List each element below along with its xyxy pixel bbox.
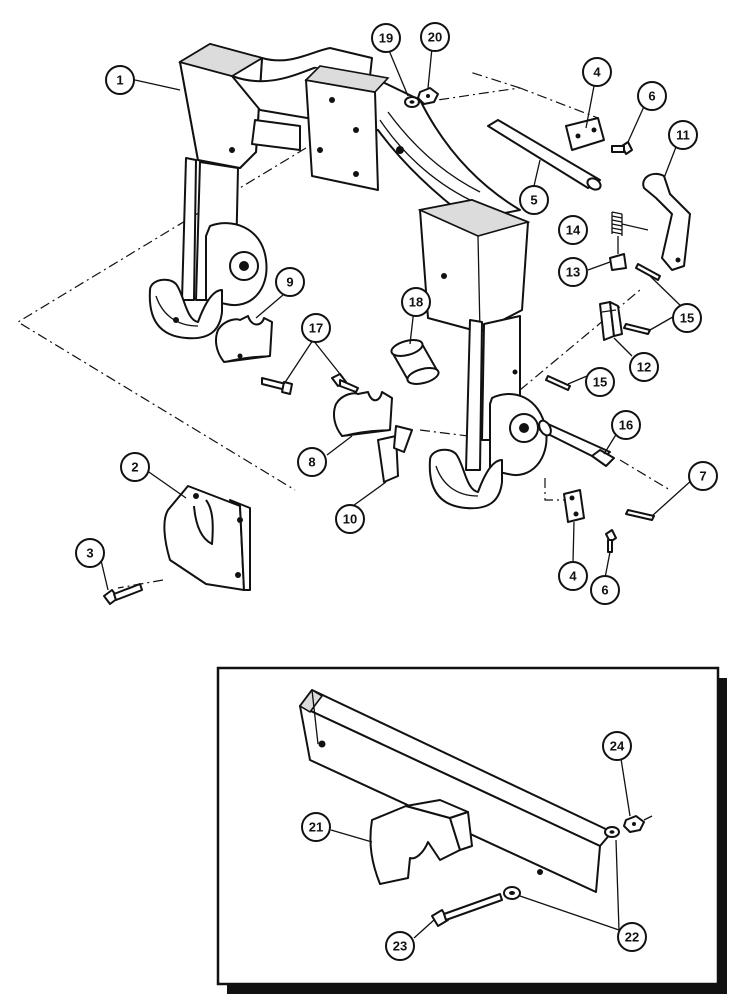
spring: [611, 211, 623, 236]
plate-bolt-lower: [605, 529, 617, 553]
callout-23: 23: [385, 931, 415, 961]
drawbar-washers: [503, 826, 620, 900]
callout-18: 18: [401, 287, 431, 317]
svg-text:21: 21: [309, 820, 323, 835]
callout-20: 20: [420, 22, 450, 52]
callout-17: 17: [301, 313, 331, 343]
callout-16: 16: [611, 410, 641, 440]
svg-text:17: 17: [309, 321, 323, 336]
link: [599, 301, 623, 341]
svg-text:4: 4: [593, 65, 601, 80]
callout-19: 19: [371, 23, 401, 53]
svg-text:4: 4: [569, 569, 577, 584]
svg-text:20: 20: [428, 30, 442, 45]
svg-text:23: 23: [393, 939, 407, 954]
callout-6-lower: 6: [590, 575, 620, 605]
svg-text:6: 6: [648, 89, 655, 104]
release-lever: [642, 172, 691, 271]
pin-plate-lower: [563, 489, 585, 523]
hook-insert-lower: [333, 391, 393, 437]
callout-7: 7: [688, 461, 718, 491]
callout-15-right: 15: [672, 303, 702, 333]
cotter-pin: [625, 509, 655, 521]
callout-10: 10: [335, 504, 365, 534]
insert-bolts: [261, 373, 359, 395]
svg-text:15: 15: [680, 311, 694, 326]
svg-text:2: 2: [131, 460, 138, 475]
hook-plate: [163, 485, 251, 591]
roll-pins: [545, 263, 661, 391]
callout-1: 1: [105, 65, 135, 95]
bushing: [390, 339, 440, 385]
callout-13: 13: [558, 257, 588, 287]
callout-8: 8: [297, 447, 327, 477]
callout-6-upper: 6: [637, 81, 667, 111]
svg-text:6: 6: [601, 583, 608, 598]
bolt: [103, 583, 143, 605]
callout-14: 14: [558, 215, 588, 245]
callout-4-upper: 4: [582, 57, 612, 87]
callout-21: 21: [301, 812, 331, 842]
pivot-bracket: [609, 236, 627, 271]
callout-5: 5: [519, 185, 549, 215]
callout-11: 11: [668, 120, 698, 150]
svg-text:24: 24: [610, 739, 625, 754]
svg-text:11: 11: [676, 128, 690, 143]
drawbar-bolt: [431, 893, 503, 927]
plate-bolt-upper: [611, 141, 633, 155]
svg-text:1: 1: [116, 73, 123, 88]
pin-plate-upper: [565, 117, 605, 151]
hook-insert-upper: [215, 315, 273, 363]
svg-text:12: 12: [637, 360, 651, 375]
svg-text:9: 9: [286, 275, 293, 290]
callout-24: 24: [602, 731, 632, 761]
callout-4-lower: 4: [558, 561, 588, 591]
callout-12: 12: [629, 352, 659, 382]
svg-text:8: 8: [308, 455, 315, 470]
svg-text:5: 5: [530, 193, 537, 208]
drawbar-adapter: [298, 688, 613, 893]
callout-15-center: 15: [585, 367, 615, 397]
callout-22: 22: [617, 922, 647, 952]
pivot-pin: [487, 119, 602, 191]
svg-text:7: 7: [699, 469, 706, 484]
svg-text:14: 14: [566, 223, 581, 238]
svg-text:10: 10: [343, 512, 357, 527]
quick-coupler-frame: [148, 43, 548, 510]
locking-pin: [538, 419, 615, 467]
callout-2: 2: [120, 452, 150, 482]
svg-text:16: 16: [619, 418, 633, 433]
washer-nut: [404, 87, 439, 108]
svg-text:13: 13: [566, 265, 580, 280]
callout-3: 3: [75, 538, 105, 568]
callout-9: 9: [275, 267, 305, 297]
svg-text:15: 15: [593, 375, 607, 390]
drawbar-nut: [623, 815, 653, 833]
svg-text:19: 19: [379, 31, 393, 46]
svg-text:18: 18: [409, 295, 423, 310]
svg-text:3: 3: [86, 546, 93, 561]
svg-text:22: 22: [625, 930, 639, 945]
latch: [377, 425, 413, 483]
